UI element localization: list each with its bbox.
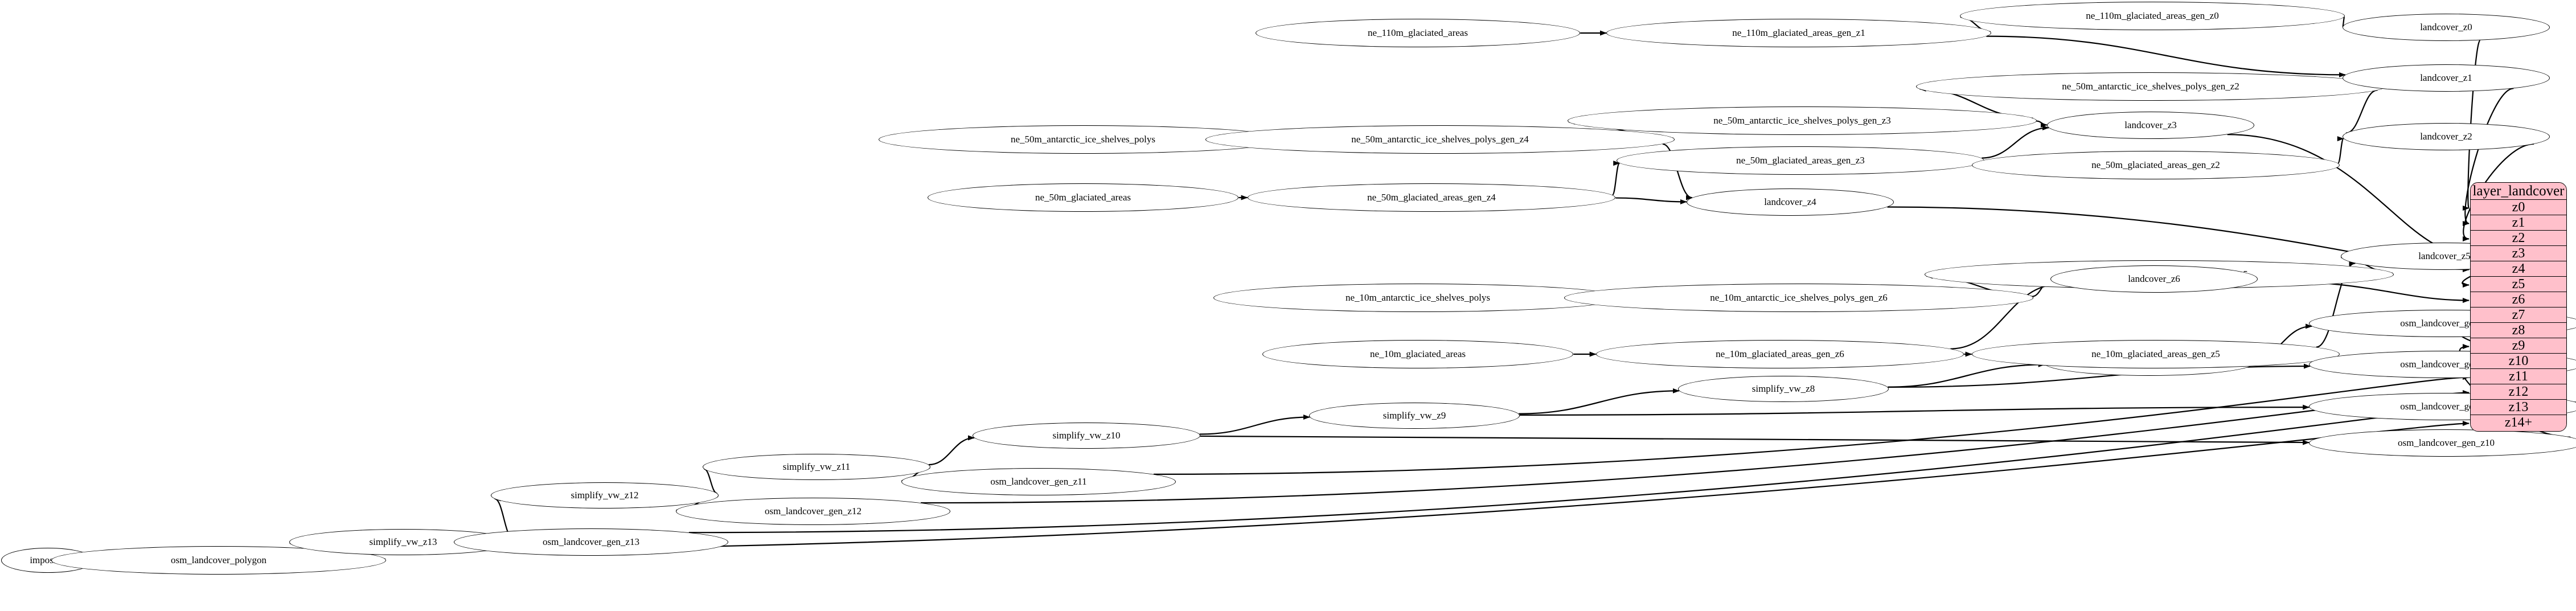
graph-node-ne_50m_glaciated_areas_gen_z2[interactable]: ne_50m_glaciated_areas_gen_z2 <box>1971 151 2340 179</box>
graph-edge-osm_landcover_gen_z11--to--layer_landcover-z11 <box>1153 375 2470 475</box>
record-row-z10[interactable]: z10 <box>2471 354 2566 369</box>
graph-node-label: ne_10m_antarctic_ice_shelves_polys_gen_z… <box>1710 292 1888 303</box>
graph-edge-simplify_vw_z11--to--simplify_vw_z10 <box>928 435 975 466</box>
graph-node-label: ne_110m_glaciated_areas_gen_z1 <box>1732 27 1865 38</box>
graph-node-simplify_vw_z8[interactable]: simplify_vw_z8 <box>1677 376 1889 402</box>
graph-edge-ne_50m_glaciated_areas_gen_z4--to--landcover_z4 <box>1615 197 1687 204</box>
graph-node-label: landcover_z0 <box>2420 22 2472 32</box>
graph-node-ne_110m_glaciated_areas_gen_z0[interactable]: ne_110m_glaciated_areas_gen_z0 <box>1959 2 2345 30</box>
graph-node-osm_landcover_gen_z11[interactable]: osm_landcover_gen_z11 <box>901 468 1176 495</box>
graph-edge-simplify_vw_z9--to--simplify_vw_z8 <box>1519 388 1680 415</box>
graph-node-label: ne_50m_glaciated_areas <box>1035 192 1131 203</box>
record-row-z2[interactable]: z2 <box>2471 231 2566 246</box>
record-row-z11[interactable]: z11 <box>2471 369 2566 384</box>
record-row-z6[interactable]: z6 <box>2471 292 2566 307</box>
record-row-z1[interactable]: z1 <box>2471 215 2566 231</box>
graph-node-simplify_vw_z12[interactable]: simplify_vw_z12 <box>491 482 719 509</box>
graph-node-ne_10m_glaciated_areas_gen_z5[interactable]: ne_10m_glaciated_areas_gen_z5 <box>1971 340 2340 368</box>
graph-node-label: simplify_vw_z11 <box>782 461 851 472</box>
graph-node-label: landcover_z2 <box>2420 131 2472 142</box>
graph-edge-landcover_z1--to--layer_landcover-z1 <box>2462 88 2514 226</box>
record-row-z9[interactable]: z9 <box>2471 338 2566 354</box>
graph-node-ne_50m_antarctic_ice_shelves_polys_gen_z2[interactable]: ne_50m_antarctic_ice_shelves_polys_gen_z… <box>1916 72 2385 101</box>
record-row-z14+[interactable]: z14+ <box>2471 415 2566 430</box>
graph-node-label: osm_landcover_polygon <box>170 555 267 565</box>
record-row-z3[interactable]: z3 <box>2471 246 2566 261</box>
graph-edge-ne_50m_glaciated_areas_gen_z4--to--ne_50m_glaciated_areas_gen_z3 <box>1611 161 1621 196</box>
graph-node-label: ne_10m_antarctic_ice_shelves_polys <box>1346 292 1490 303</box>
graph-node-label: landcover_z3 <box>2124 120 2177 130</box>
graph-node-label: ne_50m_glaciated_areas_gen_z4 <box>1367 192 1496 203</box>
graph-node-label: simplify_vw_z10 <box>1052 430 1121 441</box>
graph-edge-simplify_vw_z8--to--simplify_vw_z7 <box>1888 362 2045 388</box>
graph-node-ne_50m_antarctic_ice_shelves_polys_gen_z3[interactable]: ne_50m_antarctic_ice_shelves_polys_gen_z… <box>1568 106 2037 135</box>
graph-node-label: ne_10m_glaciated_areas_gen_z6 <box>1716 348 1844 359</box>
graph-node-ne_50m_glaciated_areas[interactable]: ne_50m_glaciated_areas <box>927 183 1239 212</box>
graph-edge-simplify_vw_z9--to--osm_landcover_gen_z9 <box>1519 404 2310 416</box>
record-title: layer_landcover <box>2471 183 2566 200</box>
graph-node-label: ne_10m_glaciated_areas_gen_z5 <box>2091 348 2220 359</box>
graph-node-ne_50m_glaciated_areas_gen_z3[interactable]: ne_50m_glaciated_areas_gen_z3 <box>1616 146 1985 175</box>
graph-node-osm_landcover_gen_z10[interactable]: osm_landcover_gen_z10 <box>2308 429 2576 457</box>
graph-node-label: ne_50m_antarctic_ice_shelves_polys <box>1011 134 1155 145</box>
graph-node-label: ne_110m_glaciated_areas <box>1368 27 1468 38</box>
graph-node-label: ne_110m_glaciated_areas_gen_z0 <box>2086 10 2219 21</box>
graph-node-landcover_z1[interactable]: landcover_z1 <box>2342 64 2550 92</box>
graph-edge-ne_50m_glaciated_areas_gen_z3--to--landcover_z3 <box>1982 125 2049 159</box>
graph-node-label: ne_50m_antarctic_ice_shelves_polys_gen_z… <box>1351 134 1529 145</box>
graph-node-simplify_vw_z10[interactable]: simplify_vw_z10 <box>973 423 1200 449</box>
graph-node-landcover_z3[interactable]: landcover_z3 <box>2046 112 2255 139</box>
graph-node-ne_110m_glaciated_areas_gen_z1[interactable]: ne_110m_glaciated_areas_gen_z1 <box>1606 19 1992 47</box>
graph-node-label: osm_landcover_gen_z11 <box>990 476 1087 487</box>
graph-node-label: ne_50m_antarctic_ice_shelves_polys_gen_z… <box>1713 115 1891 126</box>
record-row-z13[interactable]: z13 <box>2471 400 2566 415</box>
graph-node-label: osm_landcover_gen_z13 <box>543 536 639 547</box>
graph-edge-ne_50m_antarctic_ice_shelves_polys_gen_z3--to--landcover_z3 <box>2036 120 2048 128</box>
graph-node-ne_10m_antarctic_ice_shelves_polys[interactable]: ne_10m_antarctic_ice_shelves_polys <box>1213 284 1622 312</box>
graph-edge-ne_10m_glaciated_areas_gen_z6--to--landcover_z6 <box>1950 281 2060 350</box>
graph-node-label: ne_50m_glaciated_areas_gen_z2 <box>2091 159 2220 170</box>
graph-node-label: ne_50m_antarctic_ice_shelves_polys_gen_z… <box>2062 81 2239 92</box>
graph-node-label: simplify_vw_z13 <box>369 536 437 547</box>
graph-node-landcover_z6[interactable]: landcover_z6 <box>2050 265 2258 293</box>
record-row-z4[interactable]: z4 <box>2471 261 2566 277</box>
record-row-z7[interactable]: z7 <box>2471 307 2566 323</box>
graph-edge-ne_110m_glaciated_areas_gen_z1--to--landcover_z1 <box>1986 35 2346 77</box>
graph-node-ne_50m_glaciated_areas_gen_z4[interactable]: ne_50m_glaciated_areas_gen_z4 <box>1247 183 1616 212</box>
graph-node-osm_landcover_gen_z12[interactable]: osm_landcover_gen_z12 <box>675 498 951 525</box>
graph-node-label: simplify_vw_z12 <box>571 490 639 501</box>
record-row-z5[interactable]: z5 <box>2471 277 2566 292</box>
graph-node-ne_10m_glaciated_areas[interactable]: ne_10m_glaciated_areas <box>1262 340 1574 368</box>
graph-node-ne_10m_antarctic_ice_shelves_polys_gen_z6[interactable]: ne_10m_antarctic_ice_shelves_polys_gen_z… <box>1564 284 2033 312</box>
graph-node-label: simplify_vw_z8 <box>1751 383 1815 394</box>
record-row-z0[interactable]: z0 <box>2471 200 2566 215</box>
graph-node-label: landcover_z5 <box>2418 251 2471 261</box>
graph-node-ne_110m_glaciated_areas[interactable]: ne_110m_glaciated_areas <box>1255 19 1581 47</box>
graph-node-landcover_z4[interactable]: landcover_z4 <box>1686 188 1894 216</box>
graph-edge-simplify_vw_z10--to--osm_landcover_gen_z10 <box>1200 435 2310 445</box>
graph-node-landcover_z2[interactable]: landcover_z2 <box>2342 123 2550 150</box>
graph-node-label: landcover_z4 <box>1764 196 1816 207</box>
graph-edge-simplify_vw_z10--to--simplify_vw_z9 <box>1199 415 1310 435</box>
graph-node-label: landcover_z1 <box>2420 72 2472 83</box>
graph-node-simplify_vw_z9[interactable]: simplify_vw_z9 <box>1308 403 1520 429</box>
record-row-z12[interactable]: z12 <box>2471 384 2566 400</box>
graph-node-label: landcover_z6 <box>2128 273 2180 284</box>
graph-node-label: ne_10m_glaciated_areas <box>1369 348 1466 359</box>
graph-node-label: osm_landcover_gen_z10 <box>2398 437 2495 448</box>
graph-node-ne_10m_glaciated_areas_gen_z6[interactable]: ne_10m_glaciated_areas_gen_z6 <box>1595 340 1964 368</box>
record-row-z8[interactable]: z8 <box>2471 323 2566 338</box>
graph-node-simplify_vw_z11[interactable]: simplify_vw_z11 <box>703 454 930 480</box>
graph-node-label: simplify_vw_z9 <box>1383 410 1446 421</box>
graph-node-label: osm_landcover_gen_z12 <box>765 506 862 516</box>
graph-node-osm_landcover_gen_z13[interactable]: osm_landcover_gen_z13 <box>453 528 729 556</box>
graph-node-label: ne_50m_glaciated_areas_gen_z3 <box>1736 155 1865 166</box>
graph-node-ne_50m_antarctic_ice_shelves_polys_gen_z4[interactable]: ne_50m_antarctic_ice_shelves_polys_gen_z… <box>1205 125 1675 154</box>
graph-edge-ne_50m_glaciated_areas_gen_z2--to--landcover_z2 <box>2337 136 2344 164</box>
graph-node-landcover_z0[interactable]: landcover_z0 <box>2342 14 2550 41</box>
